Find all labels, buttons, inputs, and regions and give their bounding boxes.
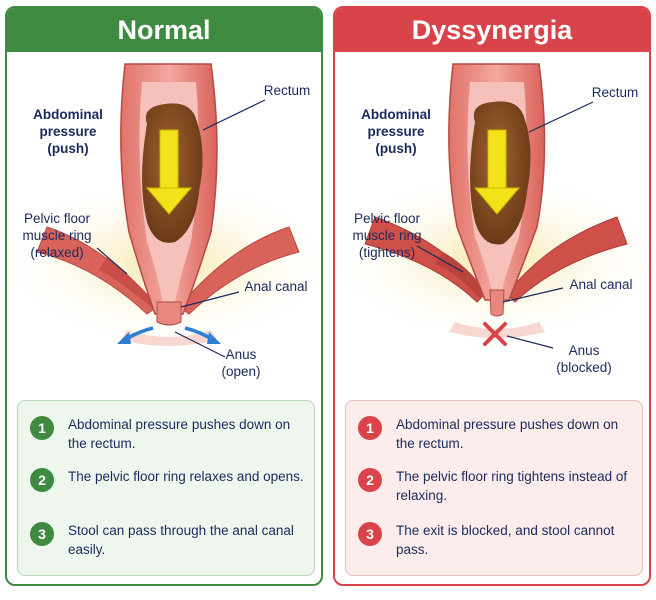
- dyssynergia-title: Dyssynergia: [335, 8, 649, 52]
- anal-canal: [489, 289, 505, 317]
- normal-panel: Normal: [5, 6, 323, 586]
- dyssynergia-step-3: 3 The exit is blocked, and stool cannot …: [358, 521, 634, 559]
- label-pelvic-floor: Pelvic floor muscle ring (relaxed): [22, 211, 92, 260]
- pelvic-floor-muscle-right: [506, 216, 628, 303]
- step-text: The exit is blocked, and stool cannot pa…: [396, 523, 615, 557]
- normal-anatomy-illustration: [7, 63, 321, 358]
- dyssynergia-step-2: 2 The pelvic floor ring tightens instead…: [358, 467, 634, 505]
- pelvic-floor-muscle-right: [178, 226, 300, 315]
- pelvic-floor-muscle-ring: [99, 257, 155, 308]
- leader-anal-canal: [502, 287, 564, 303]
- normal-step-1: 1 Abdominal pressure pushes down on the …: [30, 415, 306, 453]
- normal-steps-box: 1 Abdominal pressure pushes down on the …: [17, 400, 315, 576]
- leader-rectum: [202, 99, 266, 131]
- label-abdominal-pressure: Abdominal pressure (push): [361, 107, 431, 156]
- label-rectum: Rectum: [591, 85, 639, 100]
- step-number-badge: 1: [358, 416, 382, 440]
- leader-pelvic-floor: [416, 245, 464, 273]
- step-text: Abdominal pressure pushes down on the re…: [68, 417, 291, 451]
- step-number-badge: 2: [30, 468, 54, 492]
- label-anus: Anus (open): [221, 347, 261, 379]
- normal-title: Normal: [7, 8, 321, 52]
- step-number-badge: 1: [30, 416, 54, 440]
- normal-step-2: 2 The pelvic floor ring relaxes and open…: [30, 467, 306, 492]
- step-number-badge: 3: [30, 522, 54, 546]
- push-arrow: [473, 129, 521, 215]
- dyssynergia-panel: Dyssynergia: [333, 6, 651, 586]
- opening-arrow-right: [184, 326, 221, 344]
- dyssynergia-step-1: 1 Abdominal pressure pushes down on the …: [358, 415, 634, 453]
- label-rectum: Rectum: [263, 83, 311, 98]
- blocked-x-mark: [483, 322, 507, 346]
- step-number-badge: 2: [358, 468, 382, 492]
- step-text: The pelvic floor ring relaxes and opens.: [68, 469, 304, 484]
- leader-rectum: [528, 101, 594, 133]
- dyssynergia-steps-box: 1 Abdominal pressure pushes down on the …: [345, 400, 643, 576]
- step-number-badge: 3: [358, 522, 382, 546]
- leader-anal-canal: [180, 291, 240, 308]
- normal-step-3: 3 Stool can pass through the anal canal …: [30, 521, 306, 559]
- leader-pelvic-floor: [96, 247, 128, 275]
- opening-arrow-left: [117, 326, 154, 344]
- anal-canal: [156, 301, 182, 326]
- step-text: Abdominal pressure pushes down on the re…: [396, 417, 619, 451]
- step-text: Stool can pass through the anal canal ea…: [68, 523, 294, 557]
- pelvic-floor-muscle-left: [364, 216, 486, 303]
- push-arrow: [145, 129, 193, 215]
- pelvic-floor-muscle-left: [36, 226, 158, 315]
- step-text: The pelvic floor ring tightens instead o…: [396, 469, 628, 503]
- label-anus: Anus (blocked): [556, 343, 612, 375]
- leader-anus: [174, 331, 226, 358]
- skin-surface: [121, 330, 217, 346]
- label-anal-canal: Anal canal: [244, 279, 308, 294]
- label-abdominal-pressure: Abdominal pressure (push): [33, 107, 103, 156]
- dyssynergia-anatomy-illustration: [335, 63, 649, 349]
- leader-anus: [506, 335, 554, 349]
- label-anal-canal: Anal canal: [569, 277, 633, 292]
- label-pelvic-floor: Pelvic floor muscle ring (tightens): [352, 211, 422, 260]
